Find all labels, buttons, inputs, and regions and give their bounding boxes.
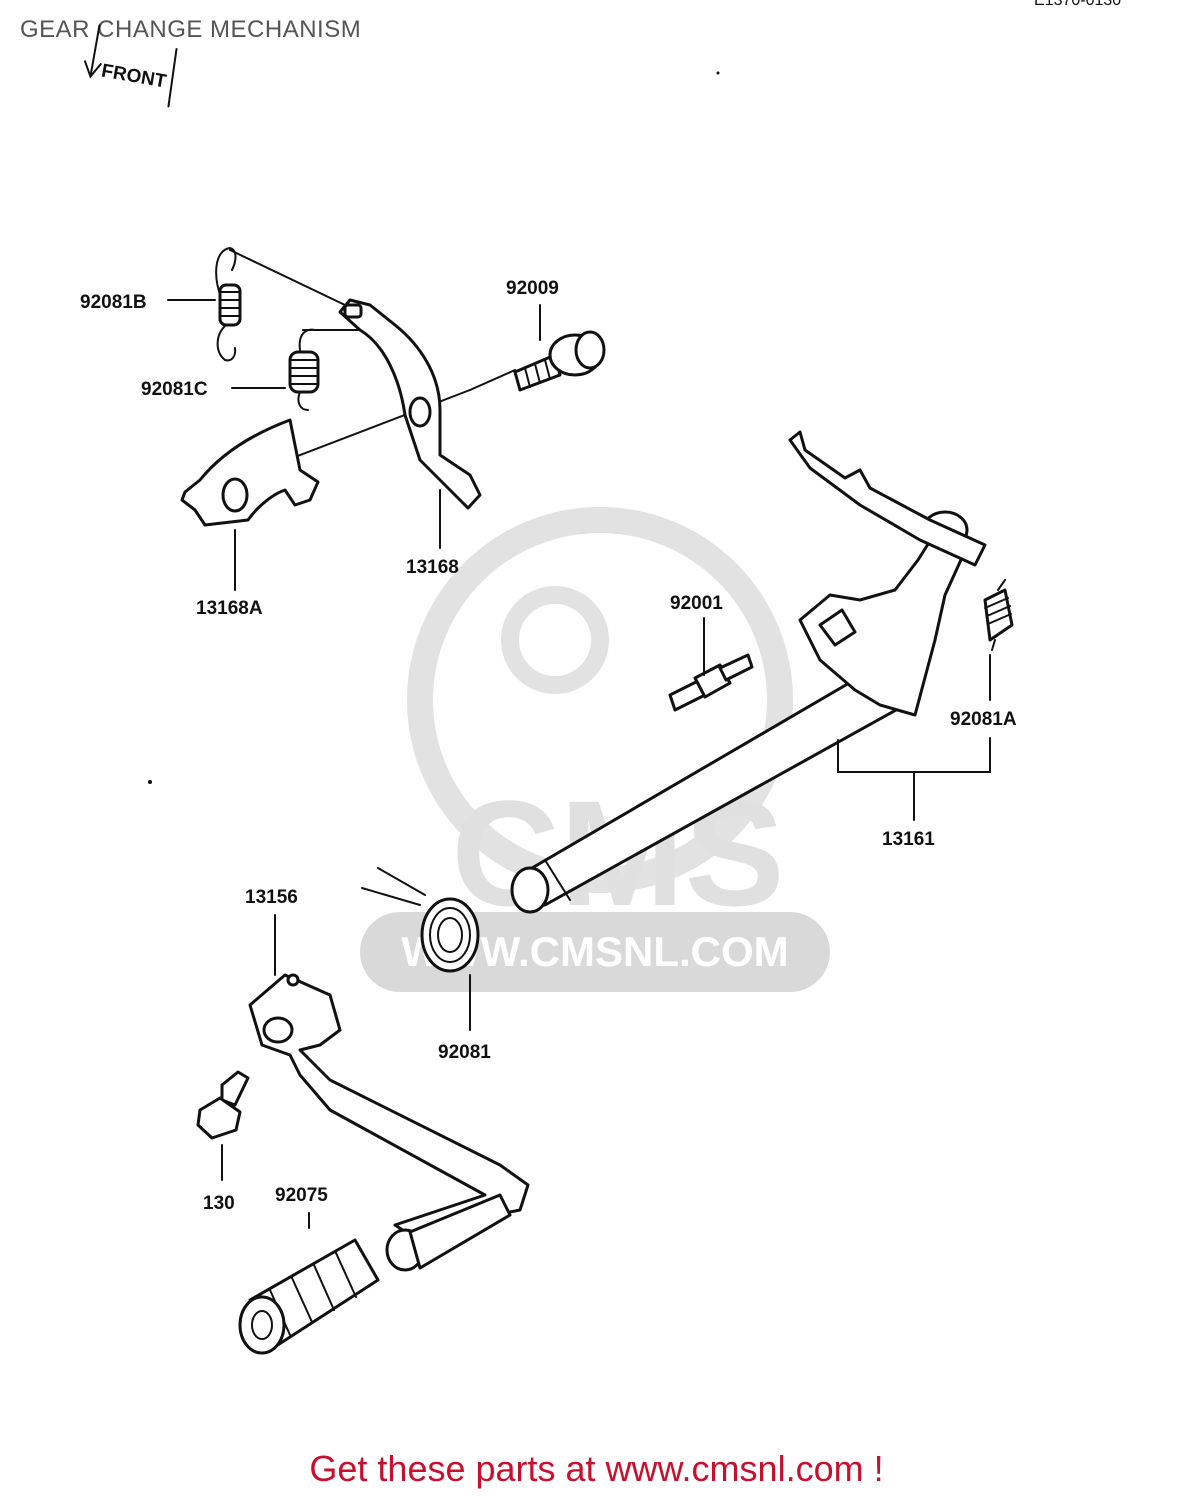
stud-92001 (668, 653, 754, 712)
label-13161: 13161 (882, 829, 935, 850)
label-92081: 92081 (438, 1042, 491, 1063)
label-92081a: 92081A (950, 709, 1017, 730)
rubber-92075 (238, 1238, 380, 1355)
leader-lines (167, 299, 991, 1229)
label-92075: 92075 (275, 1185, 328, 1206)
plate-13168 (338, 298, 482, 510)
page-title: GEAR CHANGE MECHANISM (20, 16, 362, 43)
speck (716, 71, 720, 75)
pedal-13156 (248, 973, 530, 1272)
label-130: 130 (203, 1193, 235, 1214)
label-92081c: 92081C (141, 379, 208, 400)
front-marker-label: FRONT (100, 61, 168, 93)
drawing-code: E1370-0130 (1034, 0, 1122, 9)
bolt-130 (196, 1070, 250, 1140)
label-92009: 92009 (506, 278, 559, 299)
part-labels: 92081B 92009 92081C 13168 13168A 92001 9… (80, 278, 1017, 1214)
front-marker: FRONT (83, 24, 178, 108)
bolt-92009 (513, 330, 606, 392)
plate-13168a (180, 418, 320, 527)
label-92081b: 92081B (80, 292, 147, 313)
label-92001: 92001 (670, 593, 723, 614)
speck (148, 780, 152, 784)
spring-92081 (361, 867, 480, 973)
spring-92081a (983, 579, 1014, 651)
footer-cta[interactable]: Get these parts at www.cmsnl.com ! (309, 1448, 884, 1489)
spring-92081b (215, 246, 242, 362)
spring-92081c (288, 328, 320, 411)
shift-shaft-13161 (510, 430, 987, 914)
label-13168: 13168 (406, 557, 459, 578)
label-13156: 13156 (245, 887, 298, 908)
label-13168a: 13168A (196, 598, 263, 619)
